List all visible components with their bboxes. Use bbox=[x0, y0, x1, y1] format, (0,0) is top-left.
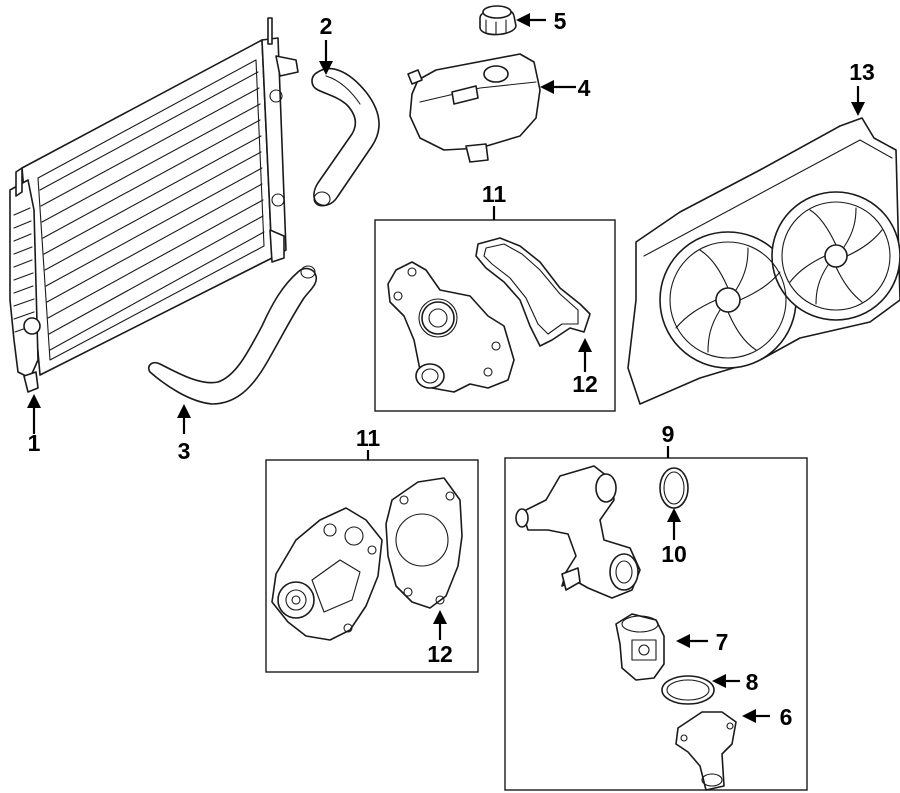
lower-radiator-hose bbox=[147, 265, 318, 405]
water-pump-upper bbox=[387, 261, 515, 393]
callout-1: 1 bbox=[28, 430, 41, 456]
callout-6: 6 bbox=[780, 704, 793, 730]
callout-5: 5 bbox=[554, 8, 567, 34]
callout-10: 10 bbox=[661, 541, 687, 567]
thermostat bbox=[615, 613, 665, 681]
callout-labels: 1 2 3 4 5 6 7 8 9 10 11 11 12 12 13 bbox=[28, 8, 875, 730]
callout-leaders bbox=[27, 13, 865, 723]
callout-11-upper: 11 bbox=[482, 181, 507, 207]
thermostat-housing-outlet bbox=[675, 711, 737, 791]
group-box-11-lower bbox=[265, 459, 479, 673]
water-pump-gasket-lower bbox=[385, 477, 463, 609]
callout-2: 2 bbox=[320, 13, 333, 39]
radiator bbox=[9, 17, 299, 393]
callout-13: 13 bbox=[849, 59, 875, 85]
water-pump-lower bbox=[271, 507, 383, 641]
water-pump-gasket-upper bbox=[475, 237, 591, 347]
outlet-seal-ring bbox=[659, 467, 689, 509]
upper-radiator-hose bbox=[311, 67, 380, 207]
cooling-fan-assembly bbox=[627, 117, 900, 405]
thermostat-seal bbox=[661, 675, 715, 705]
coolant-reservoir bbox=[407, 53, 541, 163]
group-box-9 bbox=[504, 457, 808, 791]
callout-12-upper: 12 bbox=[572, 371, 598, 397]
callout-11-lower: 11 bbox=[356, 425, 381, 451]
reservoir-cap bbox=[479, 5, 517, 36]
callout-8: 8 bbox=[746, 669, 759, 695]
callout-9: 9 bbox=[662, 421, 675, 447]
thermostat-housing bbox=[515, 465, 641, 599]
callout-4: 4 bbox=[578, 75, 591, 101]
callout-3: 3 bbox=[178, 438, 191, 464]
callout-7: 7 bbox=[716, 629, 729, 655]
callout-12-lower: 12 bbox=[427, 641, 453, 667]
